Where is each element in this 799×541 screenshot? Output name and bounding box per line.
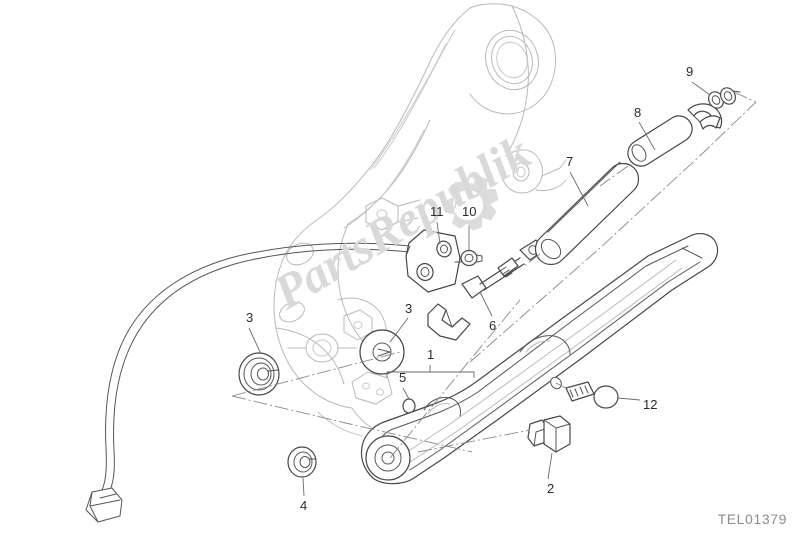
part-10-screw [460, 249, 483, 267]
part-2-hex-bolt [527, 415, 571, 453]
part-7-spring-cover-tube [534, 161, 640, 266]
callout-1: 1 [427, 347, 435, 362]
callout-12: 12 [643, 397, 658, 412]
sensor-cable [85, 242, 411, 523]
engine-case-bracket [273, 197, 421, 437]
part-3-bushing-left [238, 352, 280, 396]
assembly-axis-lines [231, 91, 757, 459]
callout-4: 4 [300, 498, 308, 513]
callout-7: 7 [566, 154, 574, 169]
part-12-stud-bolt [565, 381, 619, 409]
callout-3-right: 3 [405, 301, 413, 316]
callout-2: 2 [547, 481, 555, 496]
part-code-label: TEL01379 [717, 511, 787, 527]
part-4-lock-nut [287, 446, 317, 478]
cable-connector-plug [85, 487, 123, 523]
part-3-bushing-right [359, 329, 405, 375]
swingarm-frame [313, 3, 567, 229]
callout-5: 5 [399, 370, 407, 385]
callout-leader-lines [248, 81, 711, 497]
callout-6: 6 [489, 318, 497, 333]
part-1-side-stand-leg [360, 233, 719, 485]
callout-10: 10 [462, 204, 477, 219]
part-8-spring-rod-upper [627, 103, 723, 167]
part-11-side-stand-switch [405, 229, 464, 293]
part-9-spring-spacers [707, 87, 741, 109]
callout-8: 8 [634, 105, 642, 120]
callout-3-left: 3 [246, 310, 254, 325]
callout-9: 9 [686, 64, 694, 79]
callout-11: 11 [430, 204, 444, 219]
